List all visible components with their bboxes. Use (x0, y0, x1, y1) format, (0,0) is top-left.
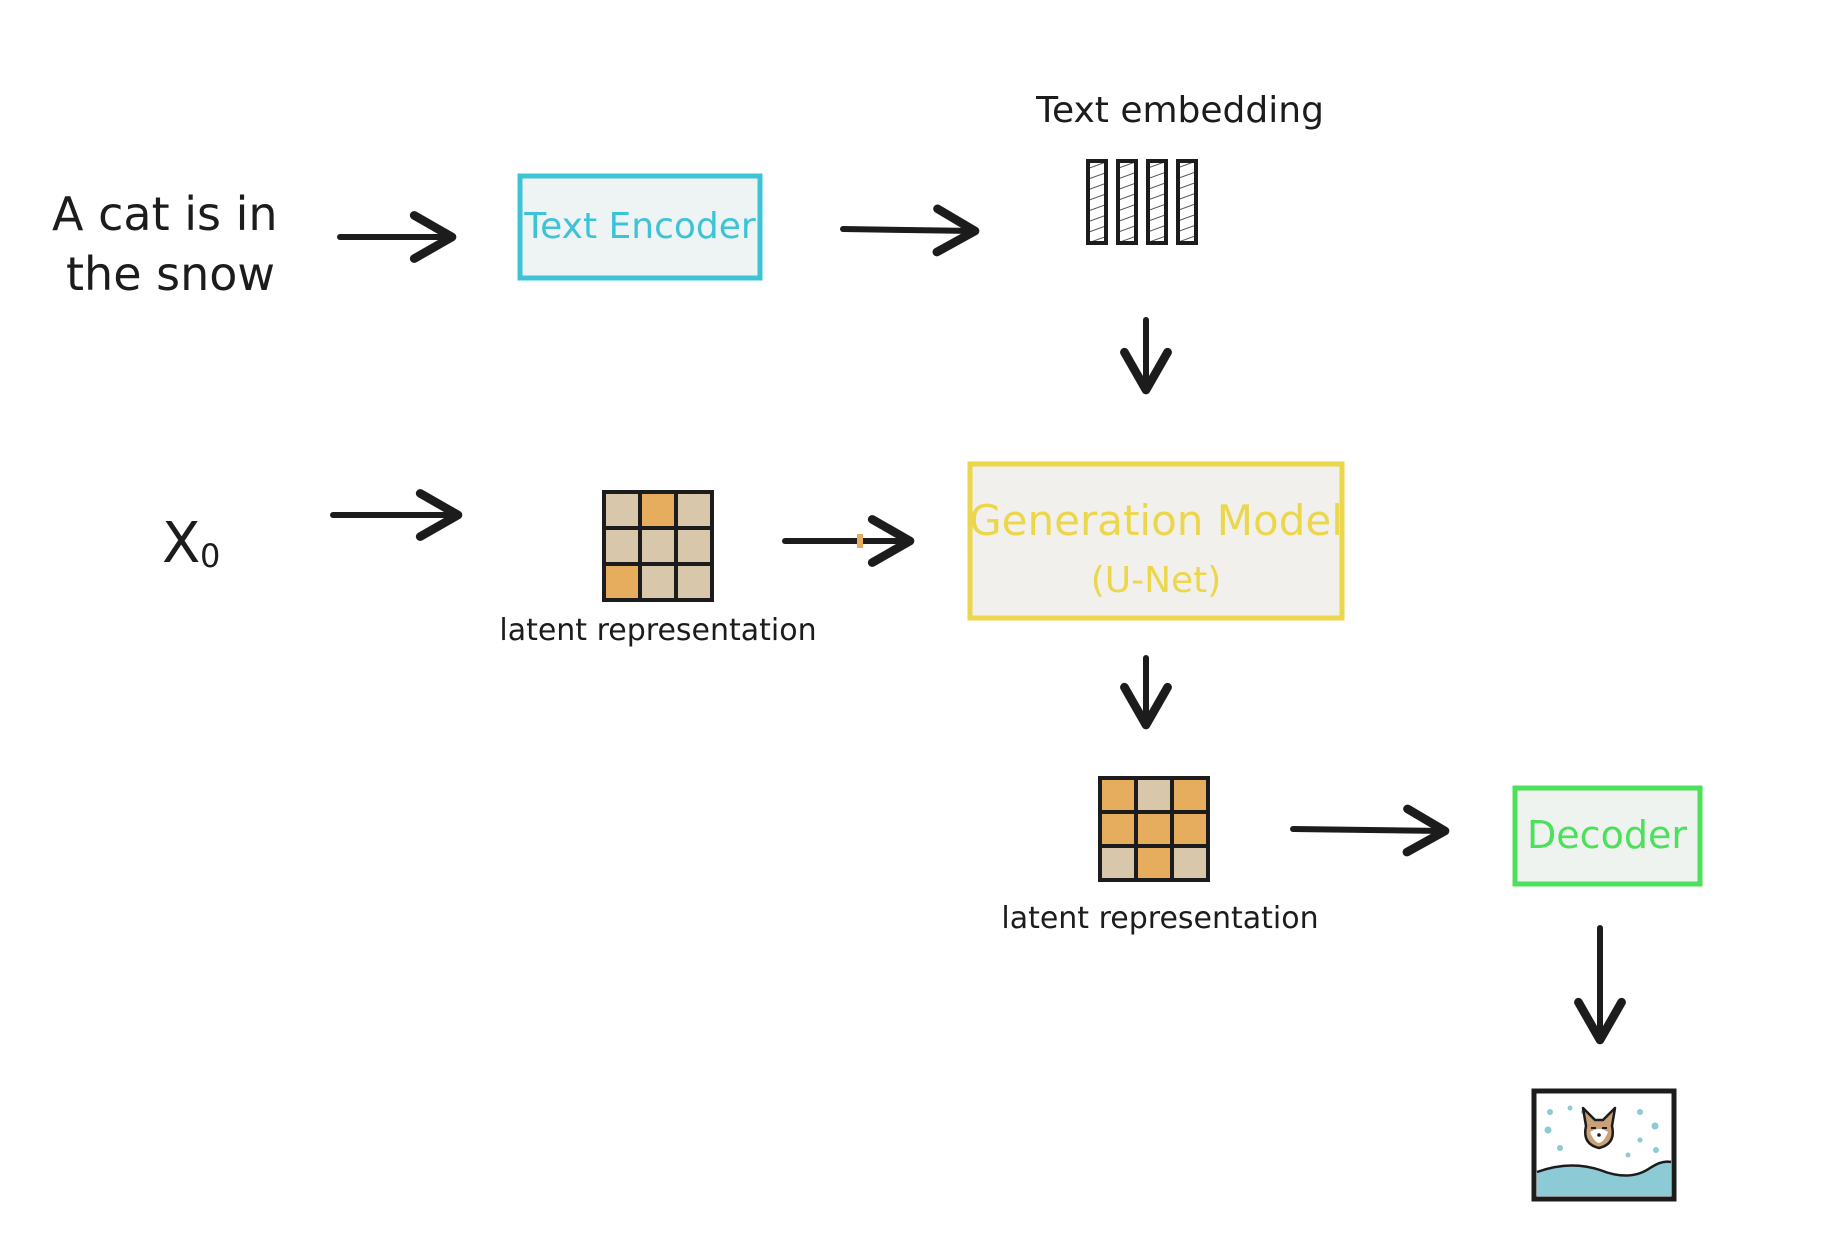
latent-representation-bottom: latent representation (1001, 776, 1319, 936)
decoder-label: Decoder (1527, 813, 1687, 857)
x0-base: X (162, 511, 200, 576)
generation-model-sublabel: (U-Net) (1091, 560, 1222, 601)
text-encoder-box: Text Encoder (517, 173, 763, 281)
latent-representation-top: latent representation (499, 490, 817, 648)
arrow-marker-tick (857, 534, 863, 548)
latent-bottom-label: latent representation (1001, 901, 1318, 936)
latent-top-label: latent representation (499, 613, 816, 648)
x0-input: X 0 (162, 511, 220, 576)
input-prompt: A cat is in the snow (52, 187, 278, 301)
cat-in-snow-icon (1531, 1088, 1677, 1202)
x0-subscript: 0 (200, 537, 220, 575)
decoder-box: Decoder (1512, 785, 1703, 887)
cat-head (1581, 1106, 1617, 1150)
arrow-encoder-to-embedding (840, 204, 980, 257)
input-prompt-line2: the snow (66, 247, 275, 301)
generation-model-box: Generation Model (U-Net) (967, 461, 1345, 621)
text-embedding-label: Text embedding (1035, 90, 1324, 131)
arrow-latent-to-decoder (1290, 804, 1450, 857)
latent-grid-top (602, 490, 714, 602)
text-embedding: Text embedding (1035, 90, 1324, 245)
generation-model-label: Generation Model (969, 496, 1343, 545)
latent-grid-bottom (1098, 776, 1210, 882)
text-encoder-label: Text Encoder (523, 206, 756, 247)
input-prompt-line1: A cat is in (52, 187, 278, 241)
embedding-vectors-icon (1086, 159, 1198, 245)
